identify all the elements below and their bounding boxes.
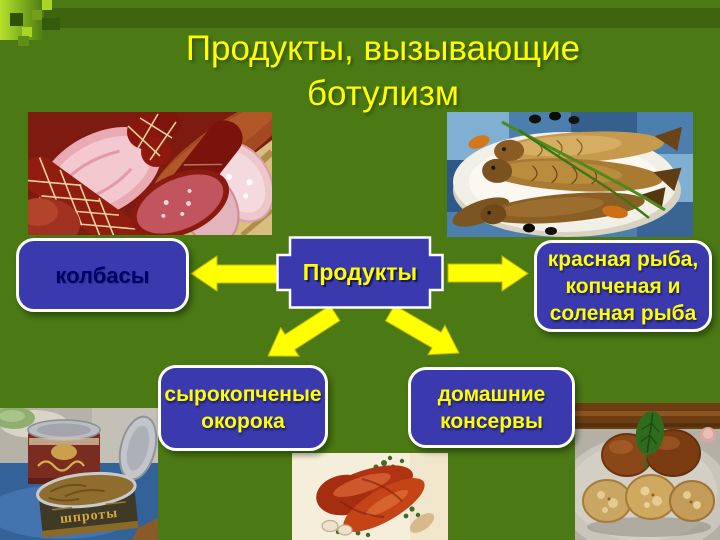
center-node-label: Продукты	[302, 259, 418, 285]
deco-square	[18, 36, 29, 46]
fish-photo	[447, 112, 693, 237]
basil-leaf	[635, 411, 665, 470]
arrow-down-left	[267, 304, 341, 357]
garlic-clove	[321, 519, 339, 533]
node-canned-line2: консервы	[440, 409, 543, 433]
top-band	[0, 8, 720, 28]
node-hams-line1: сырокопченые	[164, 383, 322, 406]
node-hams: сырокопченые окорока	[158, 365, 328, 451]
sausages-photo	[28, 112, 272, 235]
node-kolbasy: колбасы	[16, 238, 189, 312]
sprats-can: шпроты	[36, 471, 139, 538]
deco-square	[22, 27, 32, 37]
node-canned: домашние консервы	[408, 367, 575, 448]
arrow-left	[190, 255, 281, 292]
slide-title-line1: Продукты, вызывающие	[185, 29, 581, 68]
deco-square	[42, 18, 60, 30]
garlic-clove	[337, 524, 353, 536]
node-fish-line2: копченая и	[565, 274, 681, 298]
center-node-shape	[276, 236, 444, 309]
node-fish-line3: соленая рыба	[549, 301, 697, 325]
arrow-down-right	[384, 304, 460, 356]
node-kolbasy-label: колбасы	[55, 262, 150, 288]
rolls-photo	[575, 403, 720, 540]
deco-square	[32, 10, 42, 20]
netted-sausage	[28, 156, 158, 235]
center-node: Продукты	[276, 236, 444, 309]
slide-title: Продукты, вызывающие ботулизм	[46, 26, 720, 116]
arrow-right	[447, 255, 529, 292]
node-hams-line2: окорока	[201, 410, 285, 433]
node-canned-line1: домашние	[437, 382, 546, 406]
back-can	[27, 419, 101, 484]
fish-3	[480, 187, 666, 225]
deco-square	[42, 0, 52, 10]
deco-square	[10, 13, 23, 26]
slide-title-line2: ботулизм	[307, 74, 459, 113]
front-rolls	[582, 474, 715, 523]
open-lid	[118, 415, 158, 481]
chicken-photo	[292, 453, 448, 540]
sprats-label-text: шпроты	[59, 506, 119, 527]
netted-salami-cluster	[127, 112, 181, 167]
node-fish: красная рыба, копченая и соленая рыба	[534, 240, 712, 332]
cans-photo: шпроты	[0, 408, 158, 540]
node-fish-line1: красная рыба,	[547, 247, 699, 271]
salami-cut-face	[130, 169, 230, 235]
